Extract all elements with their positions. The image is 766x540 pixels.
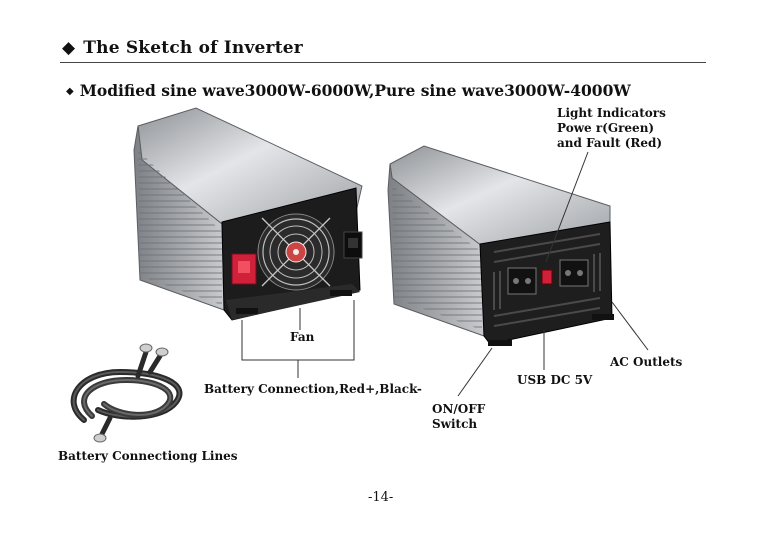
on-off-switch-label: ON/OFF Switch bbox=[432, 402, 485, 432]
light-indicators-label: Light Indicators Powe r(Green) and Fault… bbox=[557, 106, 666, 151]
inverter-rear-view bbox=[388, 146, 614, 346]
battery-cables bbox=[74, 352, 180, 434]
inverter-front-view bbox=[134, 108, 362, 320]
battery-connection-label: Battery Connection,Red+,Black- bbox=[204, 382, 422, 397]
battery-lines-label: Battery Connectiong Lines bbox=[58, 449, 238, 464]
ac-outlet-right bbox=[560, 260, 588, 286]
ac-outlets-label: AC Outlets bbox=[610, 355, 682, 370]
usb-label: USB DC 5V bbox=[517, 373, 592, 388]
ac-outlet-left bbox=[508, 268, 536, 294]
page-number: -14- bbox=[368, 490, 393, 505]
fan-label: Fan bbox=[290, 330, 314, 345]
on-off-switch bbox=[542, 270, 552, 284]
